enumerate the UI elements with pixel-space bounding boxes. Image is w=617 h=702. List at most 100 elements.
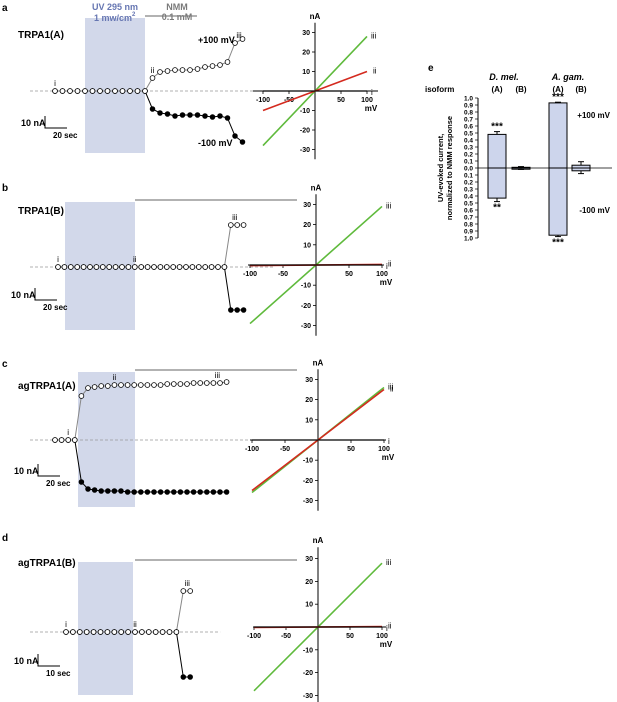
trace-plus100-point bbox=[187, 67, 193, 73]
iv-curve-label-iii: iii bbox=[388, 382, 394, 391]
trace-plus100-point bbox=[208, 264, 215, 270]
iv-y-tick-label: 20 bbox=[303, 222, 311, 229]
panel-letter-e: e bbox=[428, 63, 434, 74]
iv-x-tick-label: -100 bbox=[243, 271, 257, 278]
trace-plus100-point bbox=[111, 629, 118, 635]
trace-plus100-point bbox=[138, 382, 144, 388]
trace-plus100-point bbox=[164, 68, 171, 74]
scale-bar-time: 20 sec bbox=[53, 131, 78, 140]
trace-plus100-point bbox=[209, 63, 216, 69]
trace-marker-iii: iii bbox=[236, 31, 242, 40]
trace-plus100-point bbox=[173, 629, 180, 635]
iv-y-tick-label: 30 bbox=[305, 377, 313, 384]
trace-plus100-point bbox=[157, 264, 164, 270]
species-dmel: D. mel. bbox=[489, 72, 519, 82]
construct-name: TRPA1(B) bbox=[18, 206, 64, 217]
trace-plus100-point bbox=[194, 66, 201, 72]
series-label-plus100: +100 mV bbox=[577, 111, 610, 120]
bar-y-tick-label: 0.2 bbox=[464, 180, 473, 187]
scale-bar-current: 10 nA bbox=[21, 118, 46, 128]
trace-minus100-point bbox=[202, 113, 208, 119]
trace-plus100-point bbox=[184, 381, 190, 387]
bar-minus100 bbox=[487, 167, 507, 199]
isoform-label: isoform bbox=[425, 85, 454, 94]
trace-minus100-point bbox=[85, 486, 91, 492]
iv-y-tick-label: -20 bbox=[303, 478, 313, 485]
trace-plus100-point bbox=[177, 381, 184, 387]
trace-minus100-point bbox=[157, 489, 164, 495]
trace-minus100-point bbox=[217, 113, 223, 119]
iv-x-tick-label: -50 bbox=[278, 271, 288, 278]
trace-marker-i: i bbox=[57, 255, 59, 264]
iv-x-tick-label: 50 bbox=[346, 633, 354, 640]
iv-y-unit: nA bbox=[310, 12, 321, 21]
trace-plus100-point bbox=[171, 381, 177, 387]
trace-plus100-point bbox=[67, 88, 73, 94]
trace-plus100-point bbox=[90, 629, 97, 635]
scale-bar bbox=[34, 288, 57, 301]
trace-plus100-point bbox=[239, 36, 246, 42]
trace-minus100-point bbox=[197, 489, 203, 495]
iv-curve-label-ii: ii bbox=[390, 385, 394, 394]
trace-plus100-point bbox=[215, 264, 221, 270]
significance-stars: *** bbox=[552, 92, 564, 103]
bar-minus100 bbox=[548, 167, 568, 236]
trace-plus100-point bbox=[125, 264, 132, 270]
iv-y-tick-label: -20 bbox=[300, 128, 310, 135]
trace-plus100-point bbox=[138, 264, 145, 270]
trace-plus100-point bbox=[224, 59, 231, 65]
trace-plus100-point bbox=[144, 382, 151, 388]
trace-plus100-point bbox=[190, 380, 197, 386]
trace-plus100-point bbox=[97, 629, 104, 635]
trace-plus100-point bbox=[240, 222, 247, 228]
category-label: (B) bbox=[575, 85, 586, 94]
trace-plus100-point bbox=[119, 88, 126, 94]
category-label: (A) bbox=[552, 85, 563, 94]
trace-plus100-point bbox=[104, 88, 111, 94]
trace-plus100-point bbox=[93, 264, 100, 270]
bar-y-tick-label: 0.8 bbox=[464, 110, 473, 117]
bar-plus100 bbox=[548, 102, 568, 169]
iv-x-tick-label: 100 bbox=[376, 271, 388, 278]
trace-minus100-point bbox=[179, 112, 186, 118]
trace-plus100-point bbox=[55, 264, 61, 270]
trace-plus100-point bbox=[105, 383, 111, 389]
scale-bar-time: 20 sec bbox=[43, 303, 68, 312]
trace-plus100-point bbox=[157, 382, 164, 388]
panel-letter-c: c bbox=[2, 359, 8, 370]
nmm-concentration-label: 0.1 mM bbox=[162, 12, 193, 22]
trace-plus100-point bbox=[125, 629, 131, 635]
uv-superscript: 2 bbox=[132, 12, 136, 18]
trace-plus100-point bbox=[119, 264, 125, 270]
significance-stars: ** bbox=[493, 203, 501, 214]
trace-minus100-point bbox=[171, 489, 177, 495]
trace-minus100-point bbox=[180, 674, 187, 680]
bar-y-tick-label: 0.8 bbox=[464, 222, 473, 229]
iv-curve-label-iii: iii bbox=[371, 31, 377, 40]
trace-minus100-point bbox=[157, 110, 163, 116]
iv-x-tick-label: -50 bbox=[280, 446, 290, 453]
series-label-minus100: -100 mV bbox=[579, 206, 610, 215]
trace-plus100-point bbox=[172, 67, 178, 73]
trace-plus100-point bbox=[70, 629, 76, 635]
trace-plus100-point bbox=[152, 629, 159, 635]
bar-plus100 bbox=[487, 133, 507, 169]
iv-y-tick-label: -10 bbox=[300, 108, 310, 115]
trace-plus100-point bbox=[132, 629, 138, 635]
bar-y-tick-label: 0.9 bbox=[464, 229, 473, 236]
bar-y-tick-label: 0.7 bbox=[464, 215, 473, 222]
iv-curve-label-ii: ii bbox=[388, 259, 392, 268]
bar-y-tick-label: 0.2 bbox=[464, 152, 473, 159]
trace-plus100-point bbox=[204, 380, 210, 386]
scale-bar-current: 10 nA bbox=[14, 656, 39, 666]
trace-plus100-point bbox=[202, 64, 208, 70]
trace-plus100-point bbox=[132, 264, 138, 270]
iv-curve-label-iii: iii bbox=[386, 558, 392, 567]
bar-y-tick-label: 0.5 bbox=[464, 131, 473, 138]
trace-plus100-point bbox=[118, 382, 124, 388]
trace-plus100-point bbox=[228, 222, 234, 228]
